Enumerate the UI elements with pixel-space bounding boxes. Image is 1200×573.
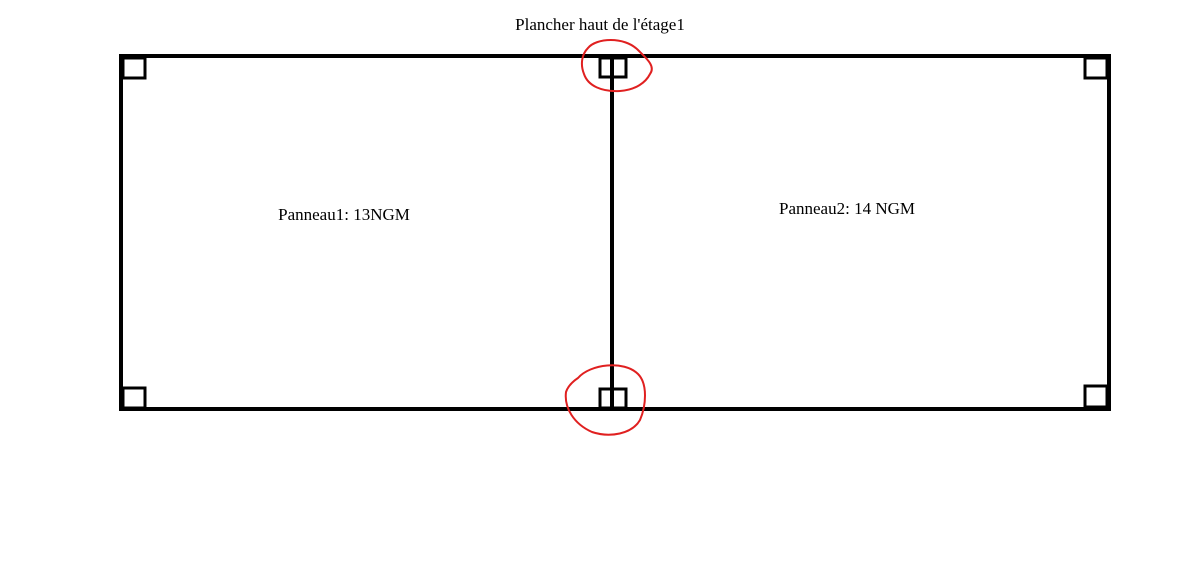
panel-1-label: Panneau1: 13NGM bbox=[278, 205, 410, 224]
support-bottom-right bbox=[1083, 384, 1109, 409]
highlight-circle-top bbox=[580, 39, 653, 93]
floor-outline bbox=[119, 54, 1111, 411]
diagram-title: Plancher haut de l'étage1 bbox=[515, 15, 685, 34]
support-top-left bbox=[121, 56, 147, 80]
support-bottom-left bbox=[121, 386, 147, 410]
highlight-circle-bottom bbox=[564, 364, 646, 436]
panel-2-label: Panneau2: 14 NGM bbox=[779, 199, 915, 218]
support-top-right bbox=[1083, 56, 1109, 80]
support-bottom-middle-right bbox=[610, 387, 628, 410]
support-top-middle-right bbox=[610, 56, 628, 79]
